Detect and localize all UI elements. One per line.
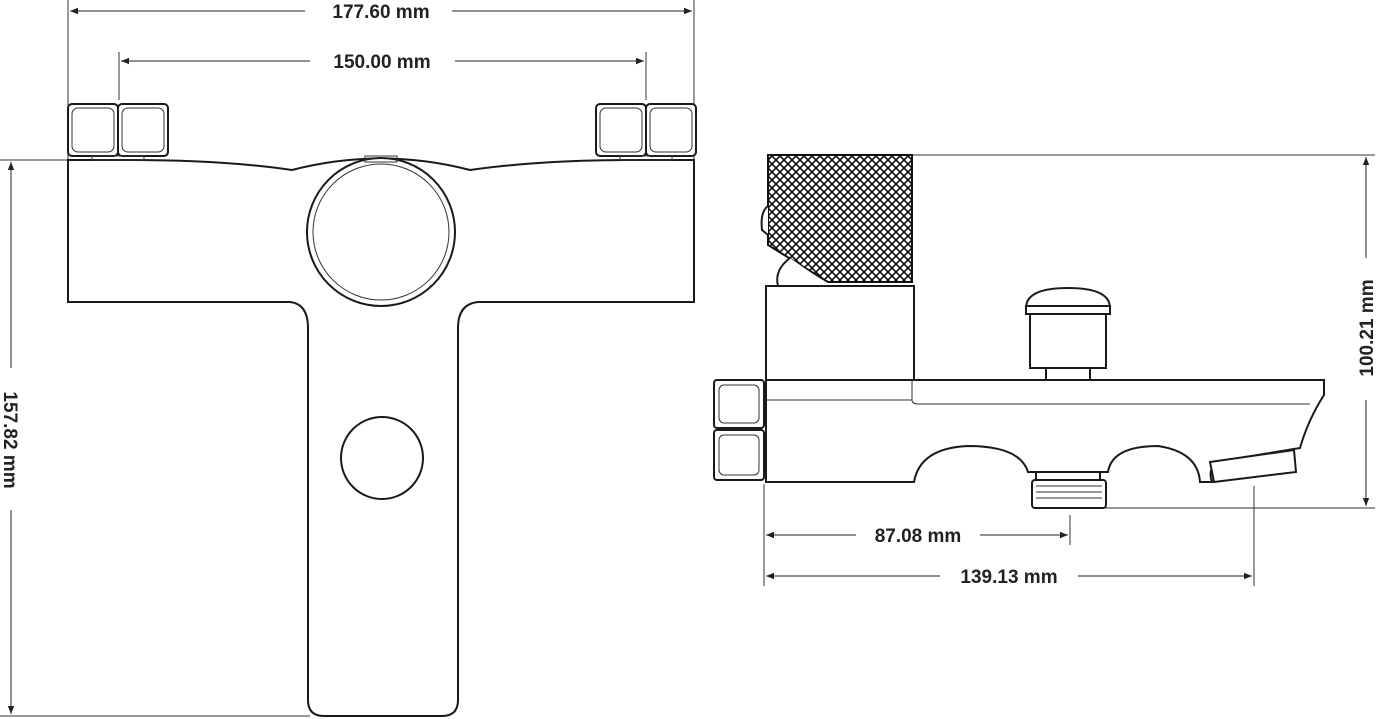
dim-overall-height: 157.82 mm [0,391,20,488]
dim-spout-length: 139.13 mm [960,567,1057,588]
spout-body [765,379,1325,483]
right-connector-nut [595,103,697,161]
temperature-knob [306,155,456,307]
dim-side-height: 100.21 mm [1357,279,1376,376]
left-connector-nut [67,103,169,161]
threaded-outlet [1031,471,1107,509]
cartridge-housing [765,285,915,381]
dim-overall-width: 177.60 mm [332,2,429,23]
spout-nozzle [1208,448,1298,484]
diverter-button [1024,286,1112,381]
knurled-handle [760,154,913,287]
dim-outlet-distance: 87.08 mm [875,526,962,547]
dim-connector-spacing: 150.00 mm [333,52,430,73]
side-view: 100.21 mm 87.08 mm 139.13 mm [713,154,1376,588]
front-view: 177.60 mm 150.00 mm 157.82 mm [0,0,697,717]
diverter-knob [340,416,424,500]
inlet-nut [713,379,765,481]
